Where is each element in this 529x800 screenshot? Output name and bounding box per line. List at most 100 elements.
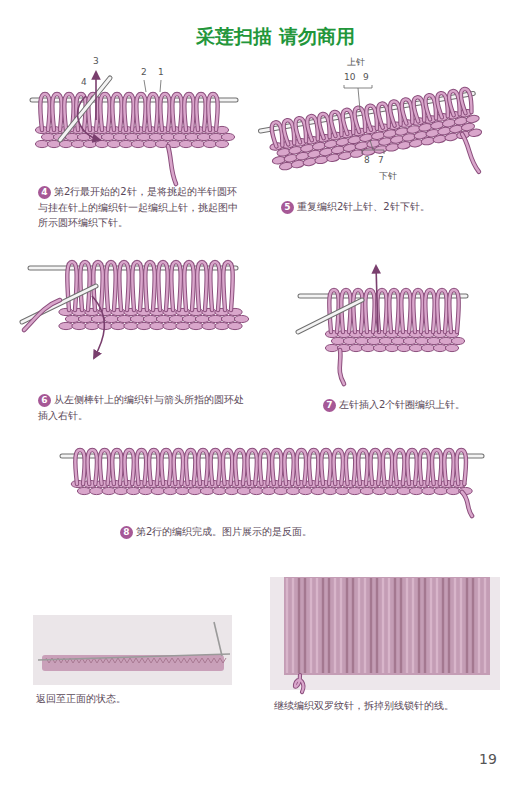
yarn-outline (184, 94, 193, 130)
purl-bump (208, 315, 222, 322)
yarn-outline (75, 450, 84, 484)
yarn-outline (24, 300, 60, 330)
purl-bump (303, 157, 317, 166)
rib-column (412, 578, 414, 673)
step-caption: 4第2行最开始的2针，是将挑起的半针圆环与挂在针上的编织针一起编织上针，挑起图中… (38, 184, 238, 231)
yarn (186, 450, 195, 484)
purl-bump (314, 155, 328, 164)
yarn-outline (145, 262, 154, 310)
yarn (295, 675, 303, 692)
rib-column (466, 578, 468, 673)
rib-column (388, 578, 390, 673)
yarn (420, 450, 429, 484)
purl-bump (65, 315, 79, 322)
step-number: 5 (281, 201, 294, 214)
purl-bump (83, 140, 96, 147)
yarn-outline (137, 450, 146, 484)
yarn (172, 94, 181, 130)
purl-bump (445, 344, 458, 351)
yarn-outline (211, 450, 220, 484)
yarn-outline (186, 450, 195, 484)
purl-bump (409, 139, 423, 148)
purl-bump (360, 487, 374, 494)
needle-outline (300, 294, 466, 299)
stitch-texture (130, 658, 136, 663)
yarn-outline (52, 94, 61, 130)
purl-bump (143, 315, 157, 322)
yarn (125, 450, 134, 484)
yarn (460, 88, 473, 113)
purl-bump (104, 315, 118, 322)
step-number: 6 (38, 394, 51, 407)
page-number: 19 (478, 752, 498, 767)
photo-caption: 返回至正面的状态。 (35, 694, 127, 704)
yarn (112, 450, 121, 484)
yarn-outline (160, 94, 169, 130)
purl-bump (343, 337, 356, 344)
needle-outline (22, 286, 96, 322)
callout-number: 3 (92, 57, 100, 67)
yarn (119, 262, 128, 310)
yarn-outline (171, 262, 180, 310)
yarn-outline (80, 262, 89, 310)
yarn (413, 290, 422, 332)
step-caption: 7左针插入2个针圈编织上针。 (323, 397, 513, 413)
purl-bump (143, 140, 156, 147)
leader-line (370, 140, 373, 150)
yarn-outline (208, 94, 217, 130)
purl-bump (336, 487, 350, 494)
yarn (449, 290, 458, 332)
purl-bump (348, 487, 362, 494)
purl-bump (101, 133, 114, 140)
yarn-outline (223, 262, 232, 310)
photo-front (33, 615, 232, 685)
yarn (137, 450, 146, 484)
yarn-outline (161, 450, 170, 484)
photo-needle (38, 654, 230, 660)
photo-ribbing (270, 577, 500, 692)
yarn-outline (462, 492, 472, 516)
leader-line (362, 150, 384, 154)
rib-column (430, 578, 432, 673)
stitch-texture (154, 658, 160, 663)
stitch-texture (196, 658, 202, 663)
yarn (407, 450, 416, 484)
purl-bump (225, 487, 239, 494)
yarn (235, 450, 244, 484)
purl-bump (137, 133, 150, 140)
yarn (158, 262, 167, 310)
yarn-outline (457, 450, 466, 484)
purl-bump (179, 140, 192, 147)
arrow (376, 266, 378, 332)
purl-bump (409, 487, 423, 494)
purl-bump (373, 487, 387, 494)
purl-bump (197, 133, 210, 140)
yarn-outline (174, 450, 183, 484)
stitch-texture (190, 658, 196, 663)
purl-bump (444, 132, 458, 141)
purl-bump (77, 487, 91, 494)
purl-bump (468, 128, 482, 137)
yarn (124, 94, 133, 130)
yarn-outline (136, 94, 145, 130)
purl-bump (331, 337, 344, 344)
purl-bump (367, 337, 380, 344)
yarn-outline (125, 450, 134, 484)
yarn (184, 94, 193, 130)
purl-bump (202, 322, 216, 329)
purl-bump (325, 344, 338, 351)
rib-column (328, 578, 330, 673)
purl-bump (215, 322, 229, 329)
stitch-texture (142, 658, 148, 663)
knitting-needle (22, 286, 96, 322)
purl-bump (234, 315, 248, 322)
purl-bump (209, 133, 222, 140)
purl-bump (195, 315, 209, 322)
photo-needle (214, 622, 222, 656)
yarn-outline (284, 450, 293, 484)
yarn (365, 290, 374, 332)
rib-column (346, 578, 348, 673)
yarn-outline (346, 450, 355, 484)
yarn-outline (100, 94, 109, 130)
knitting-needle (60, 78, 110, 140)
